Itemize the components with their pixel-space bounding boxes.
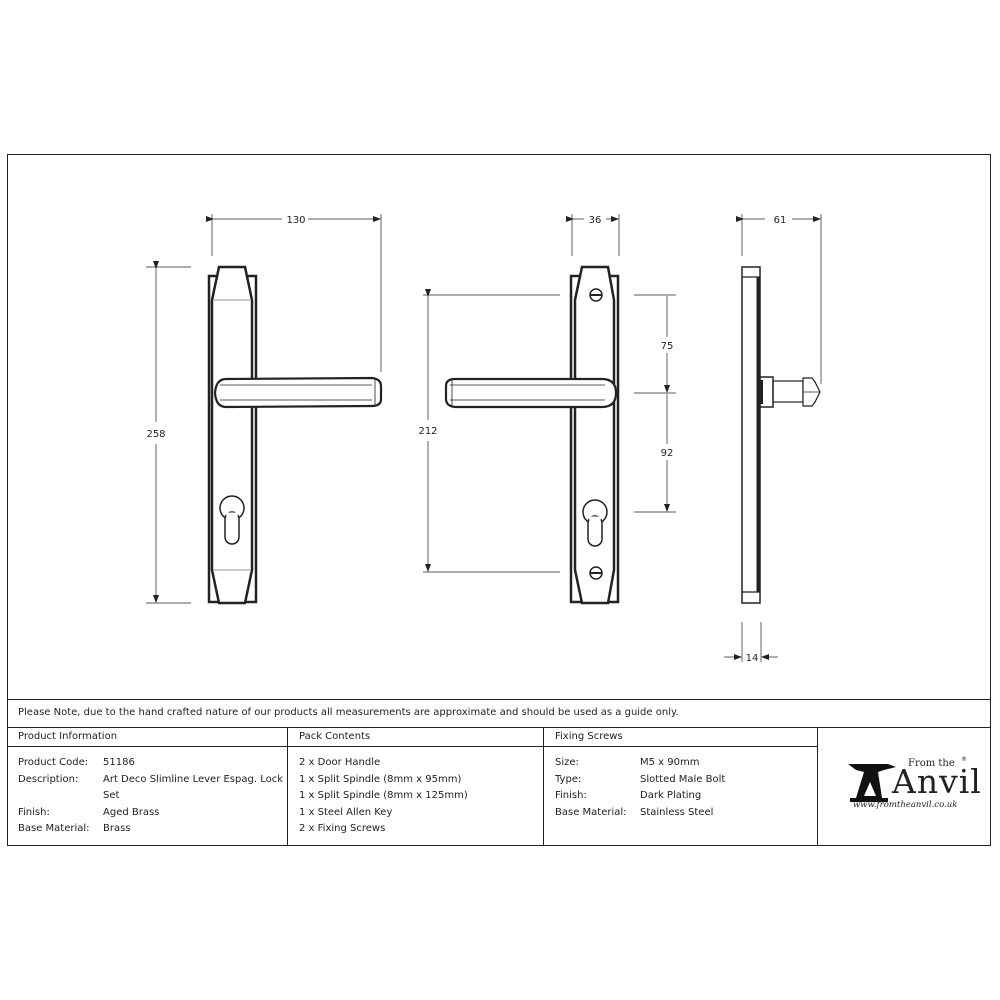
product-information-header: Product Information xyxy=(7,728,287,747)
dim-upper-75: 75 xyxy=(661,341,674,352)
dim-depth-14: 14 xyxy=(746,653,759,664)
brand-url: www.fromtheanvil.co.uk xyxy=(853,800,958,810)
pack-item: 1 x Steel Allen Key xyxy=(299,806,393,818)
pack-contents-section: Pack Contents 2 x Door Handle 1 x Split … xyxy=(288,728,544,846)
fixing-screws-section: Fixing Screws Size:M5 x 90mm Type:Slotte… xyxy=(544,728,818,846)
brand-logo-section: From the Anvil ® www.fromtheanvil.co.uk xyxy=(818,728,991,846)
registered-mark: ® xyxy=(961,756,967,763)
info-row: Product Code:51186 xyxy=(18,757,135,768)
info-row: Set xyxy=(103,790,120,801)
screw-row: Type:Slotted Male Bolt xyxy=(555,773,726,785)
dim-projection-61: 61 xyxy=(774,215,787,226)
brand-logo: From the Anvil ® www.fromtheanvil.co.uk xyxy=(848,756,981,816)
info-row: Description:Art Deco Slimline Lever Espa… xyxy=(18,773,283,785)
dim-width-130: 130 xyxy=(286,215,305,226)
side-view-handle xyxy=(741,266,821,604)
pack-item: 1 x Split Spindle (8mm x 95mm) xyxy=(299,773,462,785)
screw-row: Size:M5 x 90mm xyxy=(555,757,700,768)
brand-from-text: From the xyxy=(908,758,955,769)
pack-contents-header: Pack Contents xyxy=(288,728,543,747)
dim-width-36: 36 xyxy=(589,215,602,226)
technical-drawing: 130 258 36 212 75 92 61 14 xyxy=(146,214,822,664)
back-view-handle xyxy=(444,265,620,605)
brand-name: Anvil xyxy=(892,762,982,801)
fixing-screws-header: Fixing Screws xyxy=(544,728,817,747)
front-view-handle xyxy=(207,265,383,605)
pack-item: 2 x Fixing Screws xyxy=(299,823,386,834)
screw-row: Finish:Dark Plating xyxy=(555,790,702,801)
measurement-note: Please Note, due to the hand crafted nat… xyxy=(7,699,991,728)
spec-table: Product Information Product Code:51186 D… xyxy=(7,728,991,846)
pack-item: 2 x Door Handle xyxy=(299,757,381,768)
screw-row: Base Material:Stainless Steel xyxy=(555,806,714,818)
dim-height-258: 258 xyxy=(146,429,165,440)
info-row: Finish:Aged Brass xyxy=(18,806,160,818)
info-row: Base Material:Brass xyxy=(18,823,131,834)
anvil-icon xyxy=(848,764,896,802)
pack-item: 1 x Split Spindle (8mm x 125mm) xyxy=(299,790,468,801)
product-information-section: Product Information Product Code:51186 D… xyxy=(7,728,288,846)
dim-centres-212: 212 xyxy=(418,426,437,437)
drawing-frame xyxy=(7,154,991,846)
dim-lower-92: 92 xyxy=(661,448,674,459)
